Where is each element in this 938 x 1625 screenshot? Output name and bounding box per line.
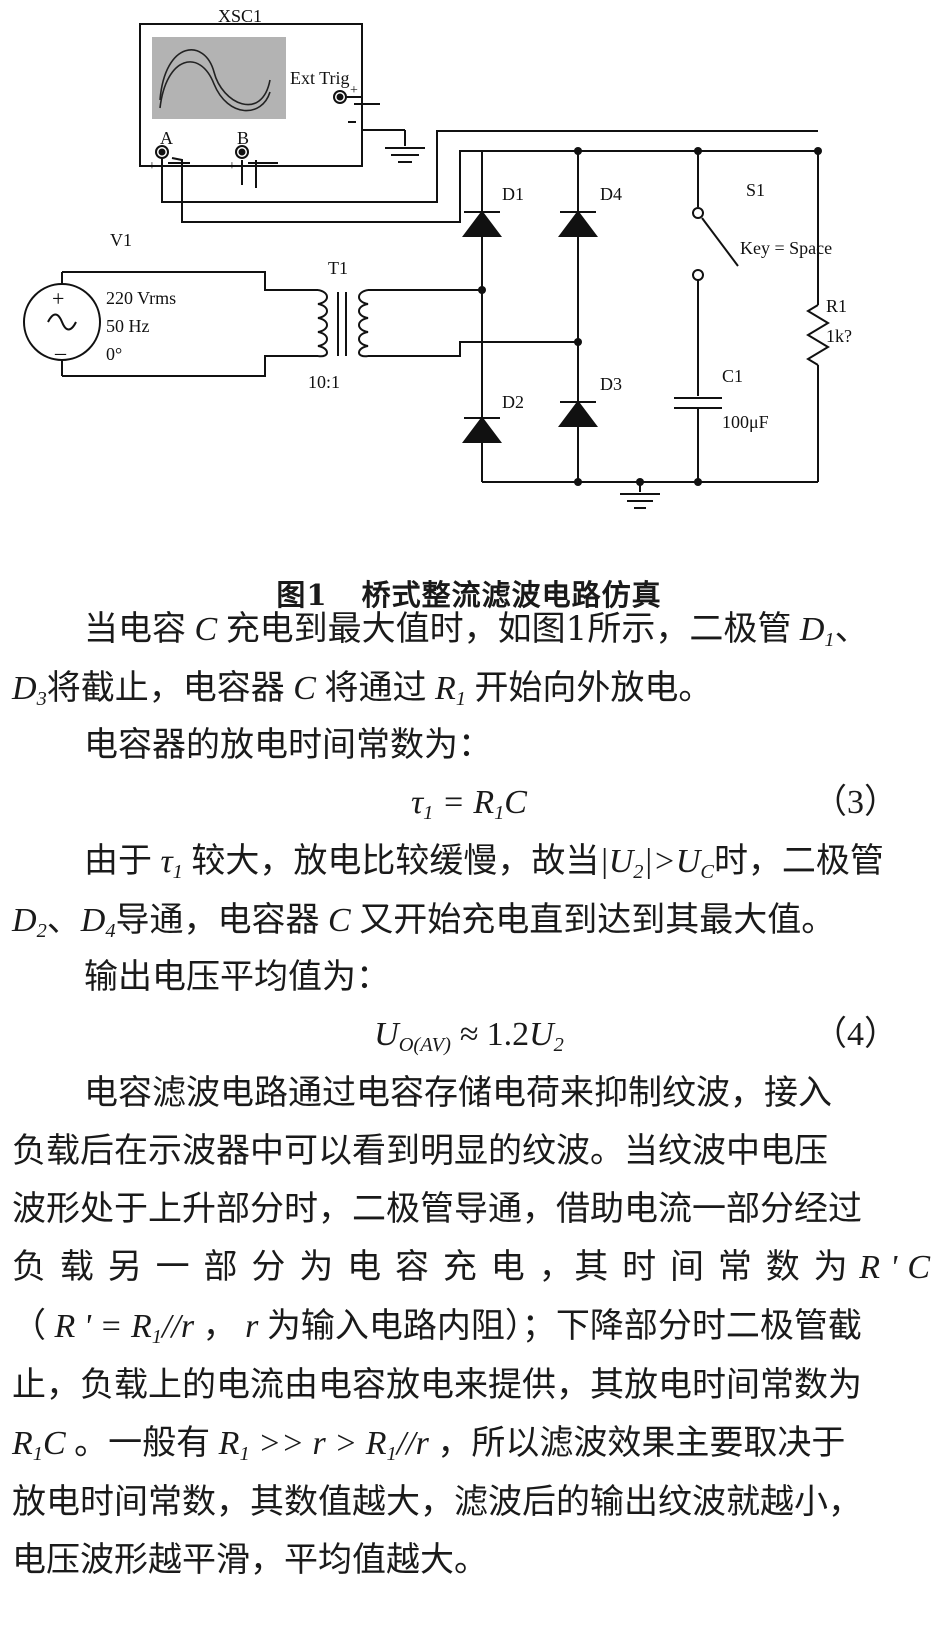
equation-4: UO(AV) ≈ 1.2U2 （4） (0, 1006, 938, 1064)
source-voltage: 220 Vrms (106, 288, 176, 308)
source-plus: + (52, 286, 64, 311)
figure-number: 图1 (276, 578, 328, 612)
diode-d3-label: D3 (600, 374, 622, 394)
oscilloscope-waveform (159, 49, 271, 106)
diode-d4-label: D4 (600, 184, 622, 204)
channel-b-terminal (235, 145, 249, 159)
channel-a-label: A (160, 128, 173, 148)
diode-d3 (558, 400, 598, 427)
source-label: V1 (110, 230, 132, 250)
paragraph-3: 由于 τ1 较大，放电比较缓慢，故当|U2|>UC时，二极管 D2、D4导通，电… (12, 841, 884, 942)
oscilloscope-screen (152, 37, 286, 119)
resistor-label: R1 (826, 296, 847, 316)
source-minus: _ (54, 332, 67, 357)
figure-title: 桥式整流滤波电路仿真 (361, 578, 662, 612)
transformer-primary (317, 289, 328, 358)
capacitor-label: C1 (722, 366, 743, 386)
equation-3-number: （3） (813, 784, 898, 821)
oscilloscope-body (139, 23, 363, 167)
transformer-secondary (358, 289, 369, 358)
diode-d2 (462, 416, 502, 443)
channel-b-minus: _ (267, 154, 276, 169)
capacitor-value: 100μF (722, 412, 769, 432)
paragraph-5: 电容滤波电路通过电容存储电荷来抑制纹波，接入 负载后在示波器中可以看到明显的纹波… (12, 1073, 931, 1580)
paragraph-1: 当电容 C 充电到最大值时，如图1所示，二极管 D1、 D3将截止，电容器 C … (12, 609, 869, 710)
channel-b-plus: + (228, 159, 236, 174)
channel-b-label: B (237, 128, 249, 148)
switch-key-label: Key = Space (740, 238, 832, 258)
resistor-value: 1k? (826, 326, 852, 346)
paragraph-4: 输出电压平均值为： (84, 957, 390, 997)
diode-d2-label: D2 (502, 392, 524, 412)
diode-d1 (462, 210, 502, 237)
transformer-ratio: 10:1 (308, 372, 340, 392)
source-phase: 0° (106, 344, 122, 364)
figure-caption: 图1 桥式整流滤波电路仿真 (0, 572, 938, 614)
switch-s1 (692, 207, 704, 219)
transformer-label: T1 (328, 258, 348, 278)
source-frequency: 50 Hz (106, 316, 150, 336)
switch-label: S1 (746, 180, 765, 200)
diode-d1-label: D1 (502, 184, 524, 204)
ext-trig-label: Ext Trig (290, 68, 350, 88)
circuit-diagram: XSC1 Ext Trig + A B + _ + _ V1 + _ 220 V… (23, 6, 852, 509)
equation-3: τ1 = R1C （3） (0, 774, 938, 832)
paragraph-2: 电容器的放电时间常数为： (84, 725, 492, 765)
oscilloscope-label: XSC1 (218, 6, 262, 26)
channel-a-minus: _ (189, 154, 198, 169)
equation-4-number: （4） (813, 1016, 898, 1053)
ext-trig-plus: + (350, 83, 358, 98)
diode-d4 (558, 210, 598, 237)
resistor-r1 (806, 304, 830, 366)
channel-a-plus: + (148, 159, 156, 174)
